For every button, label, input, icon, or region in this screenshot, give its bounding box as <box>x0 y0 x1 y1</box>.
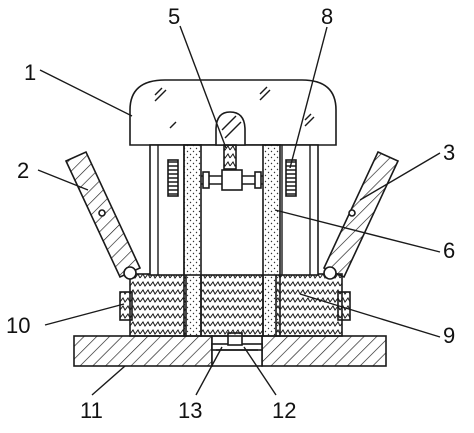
callout-13: 13 <box>178 398 202 423</box>
callout-6: 6 <box>443 238 455 263</box>
callout-labels: 1 2 3 5 6 8 9 10 11 13 12 <box>6 4 455 423</box>
leader-lines <box>37 25 441 396</box>
callout-1: 1 <box>24 60 36 85</box>
gear-racks <box>167 159 297 197</box>
callout-10: 10 <box>6 313 30 338</box>
callout-9: 9 <box>443 323 455 348</box>
callout-8: 8 <box>321 4 333 29</box>
right-arm <box>322 150 400 280</box>
left-arm <box>64 150 142 280</box>
callout-12: 12 <box>272 398 296 423</box>
callout-2: 2 <box>17 158 29 183</box>
vertical-shafts <box>183 144 281 337</box>
callout-3: 3 <box>443 140 455 165</box>
central-mechanism <box>201 111 263 191</box>
callout-11: 11 <box>80 398 103 423</box>
callout-5: 5 <box>168 4 180 29</box>
support-blocks <box>119 273 351 337</box>
